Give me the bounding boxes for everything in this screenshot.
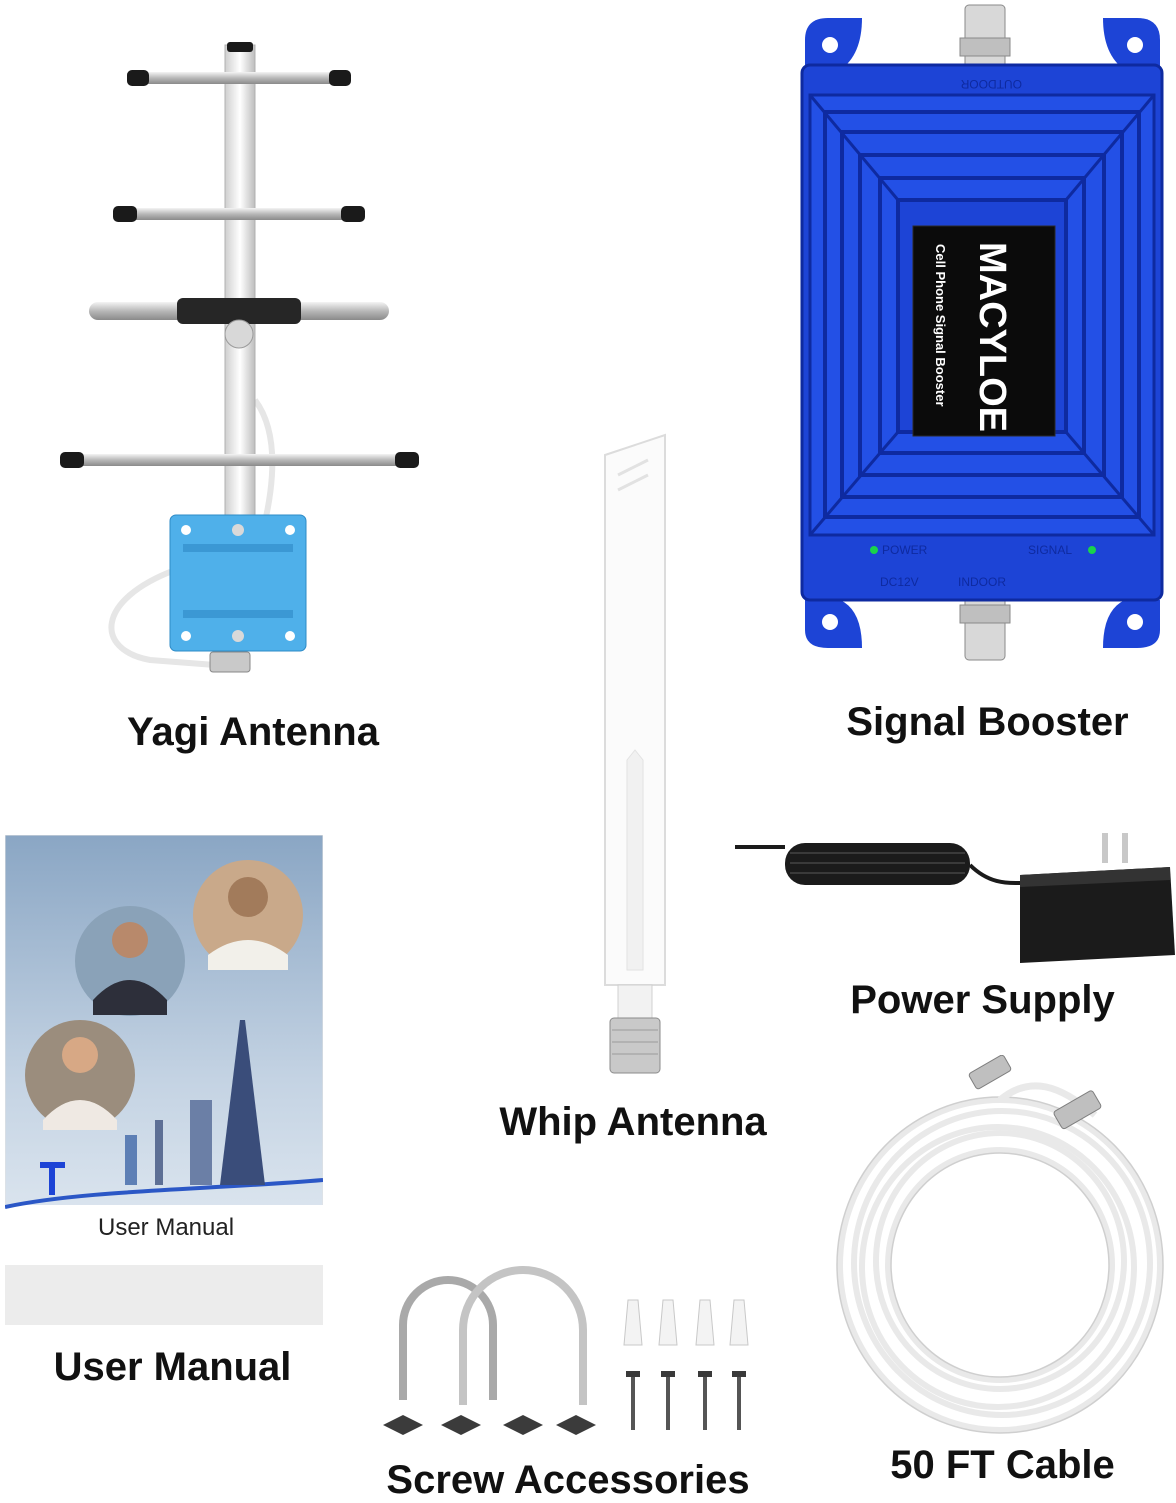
whip-antenna-label: Whip Antenna xyxy=(499,1100,767,1144)
booster-brand: MACYLOE xyxy=(971,242,1013,432)
whip-antenna-icon xyxy=(590,430,680,1080)
yagi-antenna-icon xyxy=(55,40,425,680)
screw-icon xyxy=(618,1295,763,1440)
power-supply-label: Power Supply xyxy=(850,978,1115,1022)
cable-label: 50 FT Cable xyxy=(890,1443,1115,1487)
indoor-port-label: INDOOR xyxy=(958,575,1006,589)
manual-cover-text: User Manual xyxy=(98,1214,234,1241)
signal-led-label: SIGNAL xyxy=(1028,543,1072,557)
signal-booster-icon: MACYLOE Cell Phone Signal Booster OUTDOO… xyxy=(800,0,1165,665)
power-led-label: POWER xyxy=(882,543,928,557)
outdoor-port-label: OUTDOOR xyxy=(960,77,1022,91)
dc-label: DC12V xyxy=(880,575,919,589)
signal-booster-label: Signal Booster xyxy=(846,700,1129,744)
u-bolt-icon xyxy=(378,1255,598,1450)
booster-subtitle: Cell Phone Signal Booster xyxy=(933,244,948,407)
power-adapter-icon xyxy=(730,825,1175,970)
yagi-antenna-label: Yagi Antenna xyxy=(127,710,379,754)
manual-cover-icon: User Manual xyxy=(4,834,324,1326)
coax-cable-icon xyxy=(830,1054,1170,1435)
screw-accessories-label: Screw Accessories xyxy=(386,1458,750,1502)
user-manual-label: User Manual xyxy=(53,1345,292,1389)
